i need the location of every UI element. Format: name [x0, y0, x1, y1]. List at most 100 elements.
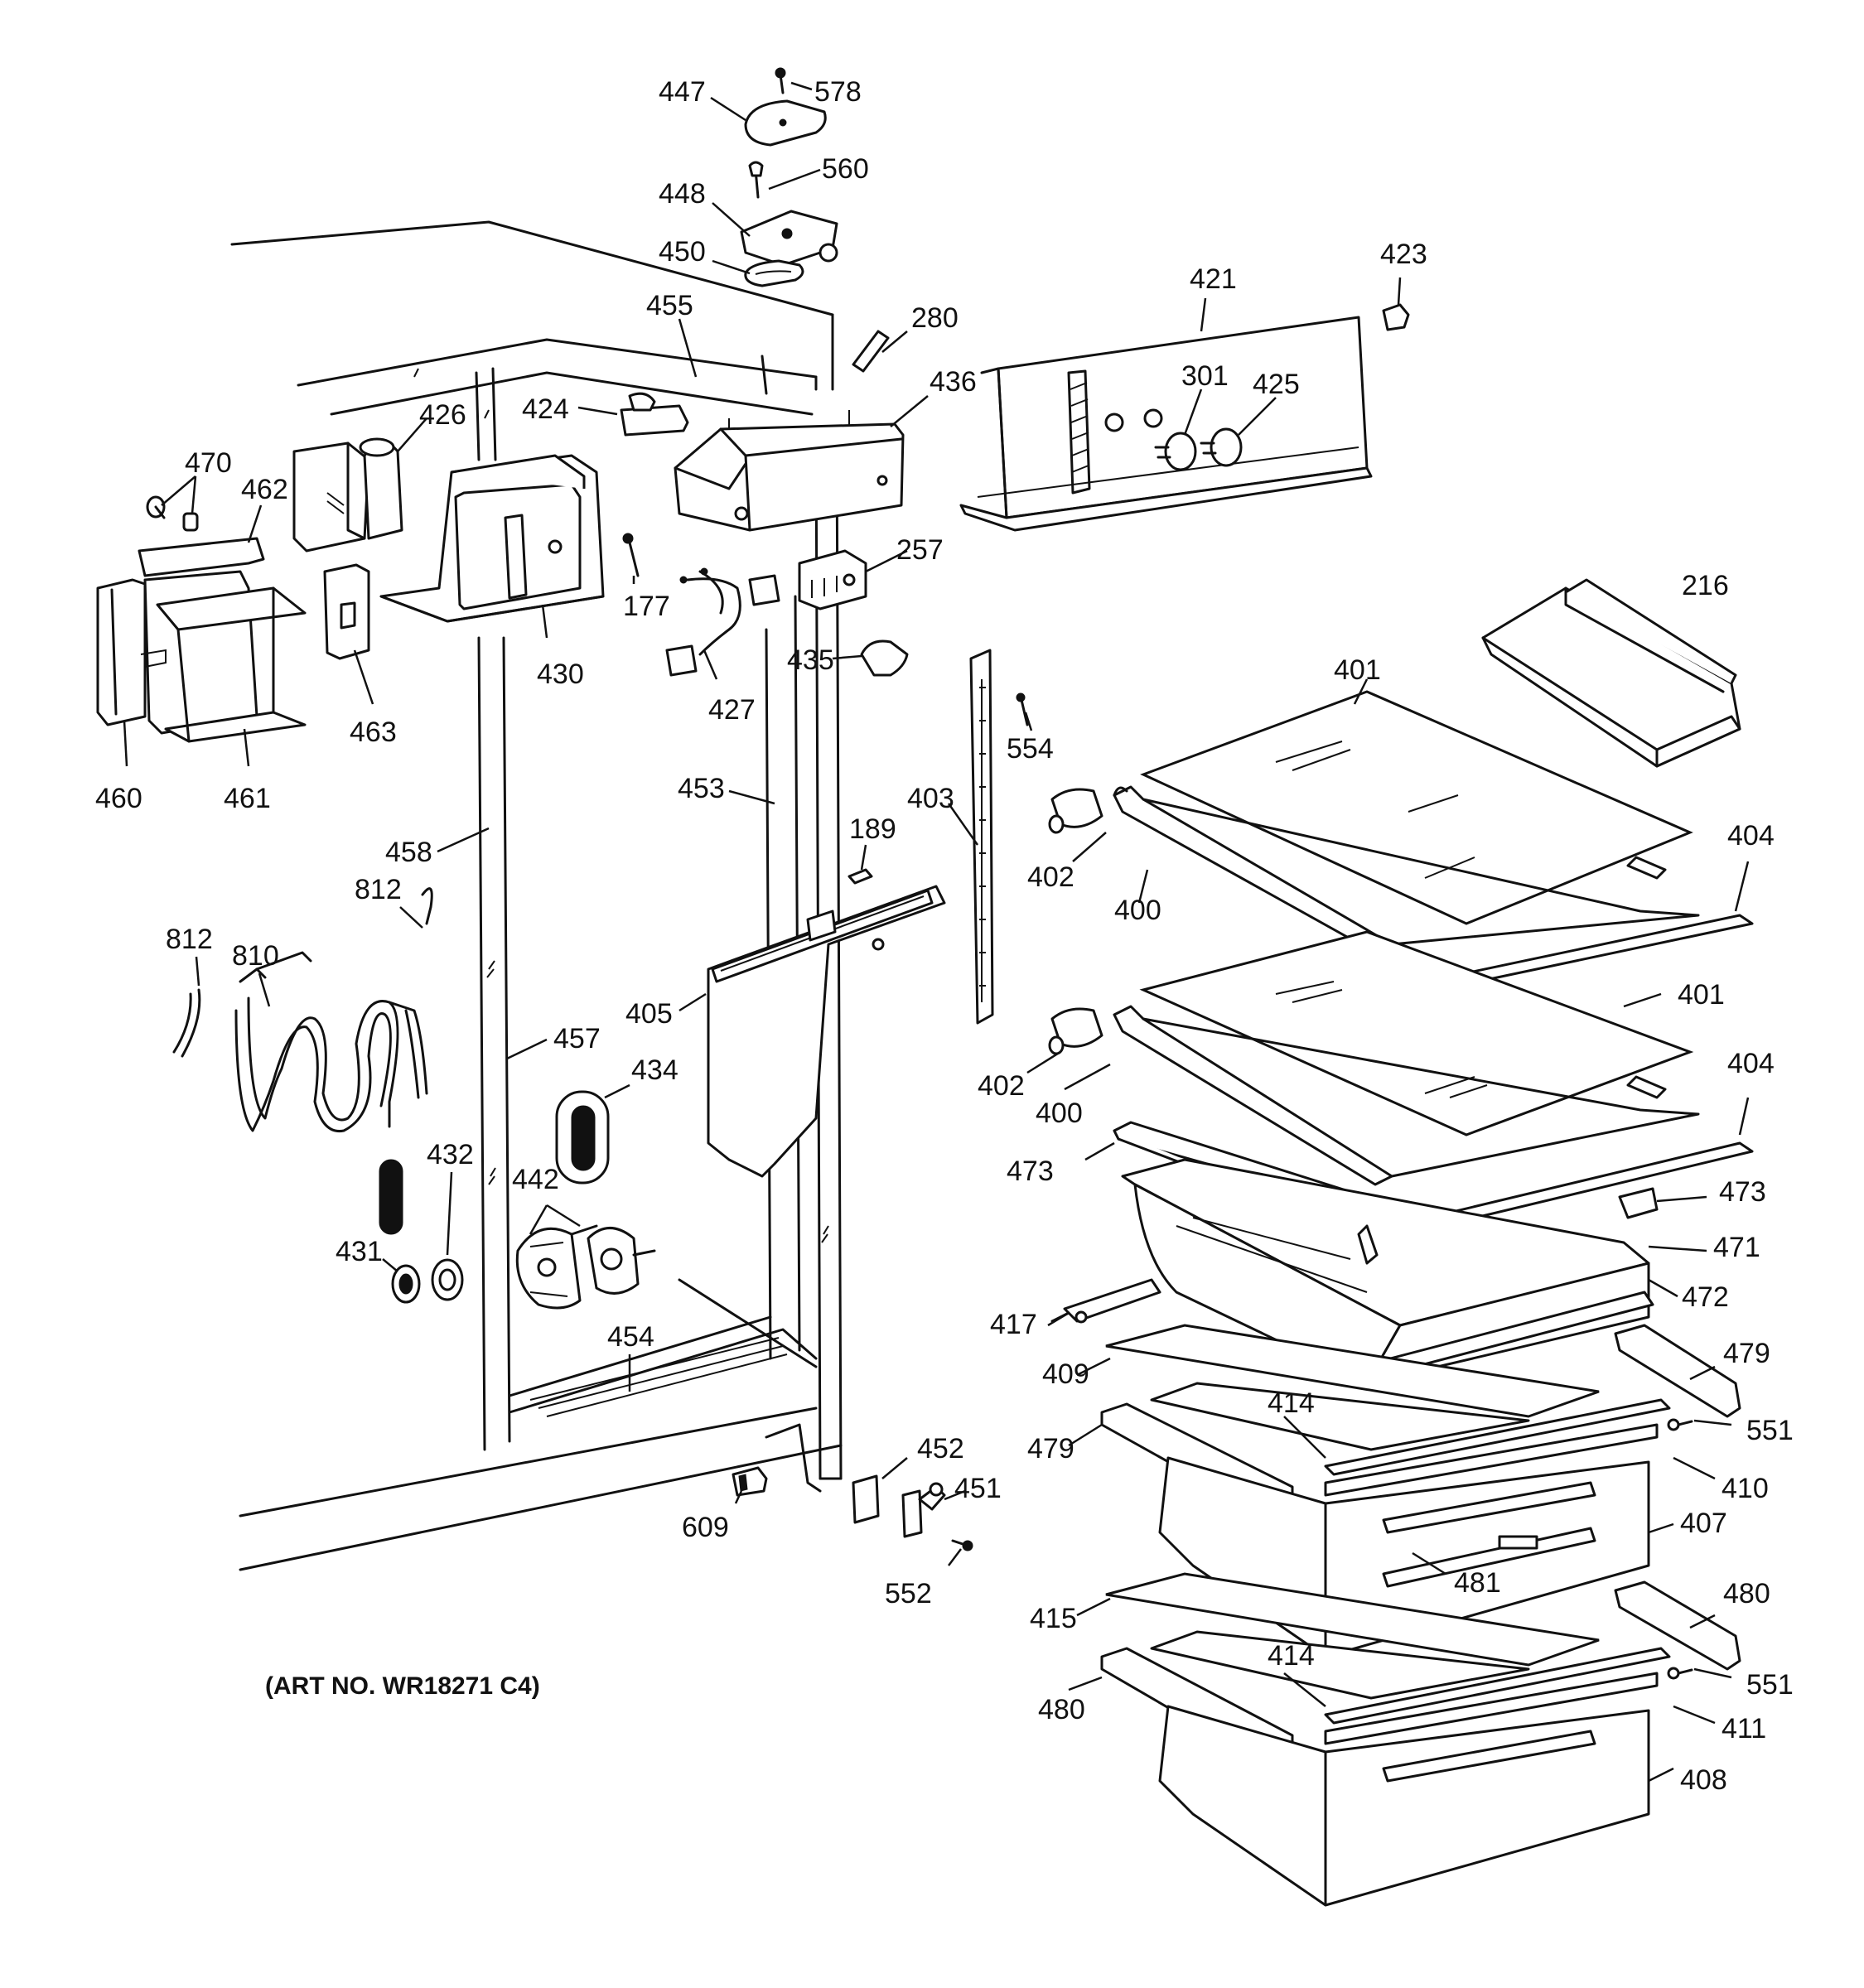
part-189-clip — [847, 868, 873, 885]
label-401-upper: 401 — [1334, 654, 1381, 686]
label-423: 423 — [1380, 239, 1427, 270]
label-560: 560 — [822, 153, 869, 185]
label-400-lower: 400 — [1036, 1098, 1083, 1129]
thermostat-cover-assembly — [740, 67, 838, 287]
label-436: 436 — [930, 366, 977, 398]
label-404-upper: 404 — [1727, 820, 1775, 852]
part-432 — [431, 1258, 464, 1301]
label-424: 424 — [522, 393, 569, 425]
label-435: 435 — [787, 644, 834, 676]
label-452: 452 — [917, 1433, 964, 1464]
part-257 — [798, 549, 867, 610]
label-479-left: 479 — [1027, 1433, 1074, 1464]
part-177-screw — [622, 533, 640, 577]
label-402-lower: 402 — [978, 1070, 1025, 1102]
label-812-left: 812 — [166, 924, 213, 955]
part-431 — [379, 1159, 421, 1304]
label-216: 216 — [1682, 570, 1729, 601]
label-454: 454 — [607, 1321, 654, 1353]
label-426: 426 — [419, 399, 466, 431]
label-189: 189 — [849, 813, 896, 845]
part-554-screw — [1016, 692, 1029, 726]
label-812-upper: 812 — [355, 874, 402, 905]
label-462: 462 — [241, 474, 288, 505]
part-451-hinge — [901, 1482, 946, 1538]
label-301: 301 — [1181, 360, 1229, 392]
label-473-right: 473 — [1719, 1176, 1766, 1208]
label-434: 434 — [631, 1054, 678, 1086]
label-453: 453 — [678, 773, 725, 804]
label-411: 411 — [1722, 1713, 1766, 1744]
part-434-grille — [555, 1090, 610, 1185]
label-480-left: 480 — [1038, 1694, 1085, 1725]
label-471: 471 — [1713, 1232, 1760, 1263]
label-414-lower: 414 — [1268, 1640, 1315, 1672]
label-457: 457 — [553, 1023, 601, 1054]
label-448: 448 — [659, 178, 706, 210]
label-480-right: 480 — [1723, 1578, 1770, 1609]
lower-drawer-assembly — [1100, 1572, 1741, 1907]
label-451: 451 — [954, 1473, 1002, 1504]
label-408: 408 — [1680, 1764, 1727, 1796]
shelf-assembly-lower — [1048, 930, 1754, 1228]
part-403-rail — [969, 649, 994, 1025]
part-417-409 — [1050, 1278, 1600, 1418]
label-450: 450 — [659, 236, 706, 268]
label-403: 403 — [907, 783, 954, 814]
art-number: (ART NO. WR18271 C4) — [265, 1672, 540, 1700]
label-402-upper: 402 — [1027, 861, 1074, 893]
part-430-housing — [379, 454, 605, 623]
label-473-left: 473 — [1007, 1156, 1054, 1187]
part-426 — [292, 437, 403, 552]
part-436-housing — [674, 410, 905, 532]
label-551-upper: 551 — [1746, 1415, 1794, 1446]
part-609 — [732, 1466, 768, 1497]
part-552-screw — [951, 1539, 973, 1551]
part-452-plate — [852, 1474, 880, 1524]
label-460: 460 — [95, 783, 142, 814]
label-407: 407 — [1680, 1508, 1727, 1539]
label-472: 472 — [1682, 1281, 1729, 1313]
part-424 — [620, 392, 689, 437]
part-463 — [323, 563, 370, 660]
label-404-lower: 404 — [1727, 1048, 1775, 1079]
label-430: 430 — [537, 659, 584, 690]
label-417: 417 — [990, 1309, 1037, 1340]
label-481: 481 — [1454, 1567, 1501, 1599]
part-460-461-assembly — [96, 570, 307, 743]
label-257: 257 — [896, 534, 944, 566]
label-552: 552 — [885, 1578, 932, 1609]
label-470: 470 — [185, 447, 232, 479]
part-435 — [860, 639, 909, 677]
label-463: 463 — [350, 717, 397, 748]
part-442-fan — [515, 1224, 656, 1310]
label-479-right: 479 — [1723, 1338, 1770, 1369]
label-415: 415 — [1030, 1603, 1077, 1634]
label-442: 442 — [512, 1164, 559, 1195]
label-400-upper: 400 — [1114, 895, 1161, 926]
part-280-tube — [852, 330, 890, 373]
part-810-heater — [234, 951, 428, 1133]
label-461: 461 — [224, 783, 271, 814]
part-216-bin — [1481, 578, 1741, 768]
label-431: 431 — [336, 1236, 383, 1267]
part-labels: 447 578 560 448 450 455 280 421 423 301 … — [95, 76, 1794, 1796]
part-470 — [146, 495, 199, 532]
label-280: 280 — [911, 302, 959, 334]
label-427: 427 — [708, 694, 756, 726]
label-409: 409 — [1042, 1358, 1089, 1390]
label-609: 609 — [682, 1512, 729, 1543]
label-551-lower: 551 — [1746, 1669, 1794, 1701]
part-301-425-knobs — [1154, 427, 1243, 471]
leader-lines — [123, 81, 1750, 1783]
label-458: 458 — [385, 837, 432, 868]
label-425: 425 — [1253, 369, 1300, 400]
label-455: 455 — [646, 290, 693, 321]
label-432: 432 — [427, 1139, 474, 1170]
label-177: 177 — [623, 591, 670, 622]
label-421: 421 — [1190, 263, 1237, 295]
label-810: 810 — [232, 940, 279, 972]
part-427-wiring — [665, 567, 780, 677]
label-447: 447 — [659, 76, 706, 108]
